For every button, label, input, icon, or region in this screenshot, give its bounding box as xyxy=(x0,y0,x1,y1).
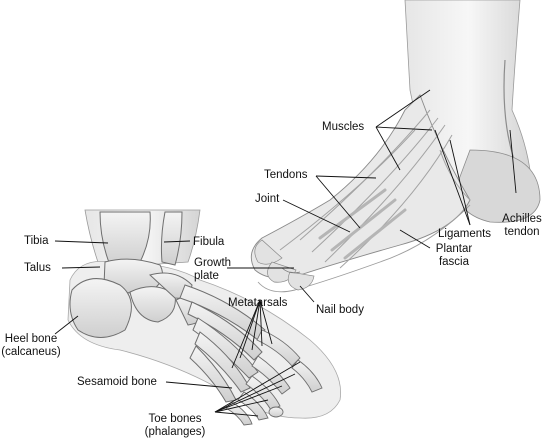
navicular-bone xyxy=(129,286,176,323)
label-growth-plate: Growth plate xyxy=(194,257,231,283)
leader-tendons-2 xyxy=(315,175,361,229)
label-achilles-line2: tendon xyxy=(504,226,540,238)
leader-toe-5 xyxy=(214,411,259,417)
leader-toe-1 xyxy=(214,361,301,413)
label-heel-bone-line1: Heel bone xyxy=(4,333,58,345)
fibula-bone xyxy=(160,211,183,266)
label-sesamoid-bone: Sesamoid bone xyxy=(77,376,157,388)
toe-1 xyxy=(254,239,283,265)
skeletal-foot xyxy=(67,209,342,426)
label-achilles-line1: Achilles xyxy=(502,213,542,225)
label-nail-body: Nail body xyxy=(316,304,364,316)
metatarsal-hints xyxy=(318,188,407,260)
leader-muscles-3 xyxy=(375,126,401,171)
leader-nail-body xyxy=(299,285,315,303)
label-growth-plate-line1: Growth xyxy=(194,257,232,269)
label-fibula: Fibula xyxy=(193,236,225,248)
label-tibia: Tibia xyxy=(24,235,49,247)
label-toe-bones: Toe bones (phalanges) xyxy=(138,413,212,439)
leader-metatarsal-2 xyxy=(239,299,261,359)
label-toe-bones-line2: (phalanges) xyxy=(144,426,206,438)
leader-joint xyxy=(282,199,351,233)
tibia-bone xyxy=(99,211,151,266)
calcaneus-bone xyxy=(69,278,132,338)
label-heel-bone-line2: (calcaneus) xyxy=(1,346,61,358)
leader-ligaments-1 xyxy=(434,129,471,226)
leader-plantar-fascia xyxy=(399,229,431,249)
leader-fibula xyxy=(163,240,191,243)
leader-toe-3 xyxy=(214,385,283,413)
leader-metatarsal-3 xyxy=(251,299,261,351)
label-growth-plate-line2: plate xyxy=(194,270,219,282)
label-achilles-tendon: Achilles tendon xyxy=(498,213,546,239)
label-plantar-fascia-line1: Plantar xyxy=(435,243,473,255)
label-talus: Talus xyxy=(24,262,51,274)
leader-tibia xyxy=(54,240,109,244)
label-metatarsals: Metatarsals xyxy=(228,297,288,309)
label-tendons: Tendons xyxy=(264,169,308,181)
leader-metatarsal-1 xyxy=(231,299,261,369)
leader-muscles-1 xyxy=(375,89,431,128)
toe-3 xyxy=(287,271,315,291)
leader-metatarsal-4 xyxy=(259,299,263,347)
leader-tendons-1 xyxy=(315,175,377,179)
label-plantar-fascia-line2: fascia xyxy=(438,256,470,268)
leader-ligaments-2 xyxy=(449,139,471,226)
leader-achilles xyxy=(509,129,517,194)
leader-lines xyxy=(54,89,517,417)
nail-shape xyxy=(281,267,301,274)
label-heel-bone: Heel bone (calcaneus) xyxy=(0,333,62,359)
leader-toe-2 xyxy=(214,373,296,413)
soft-tissue-foot xyxy=(250,0,541,293)
label-joint: Joint xyxy=(255,193,280,205)
leader-toe-4 xyxy=(214,399,269,413)
leader-metatarsal-5 xyxy=(259,299,273,345)
metatarsal-bones xyxy=(179,284,266,403)
leader-sesamoid xyxy=(165,381,233,389)
label-ligaments: Ligaments xyxy=(438,228,492,240)
sole-outline xyxy=(257,204,471,293)
leader-muscles-2 xyxy=(375,126,433,131)
label-muscles: Muscles xyxy=(322,121,365,133)
leader-talus xyxy=(61,266,101,269)
leader-heel-bone xyxy=(54,315,79,335)
label-toe-bones-line1: Toe bones xyxy=(148,413,202,425)
label-plantar-fascia: Plantar fascia xyxy=(431,243,477,269)
